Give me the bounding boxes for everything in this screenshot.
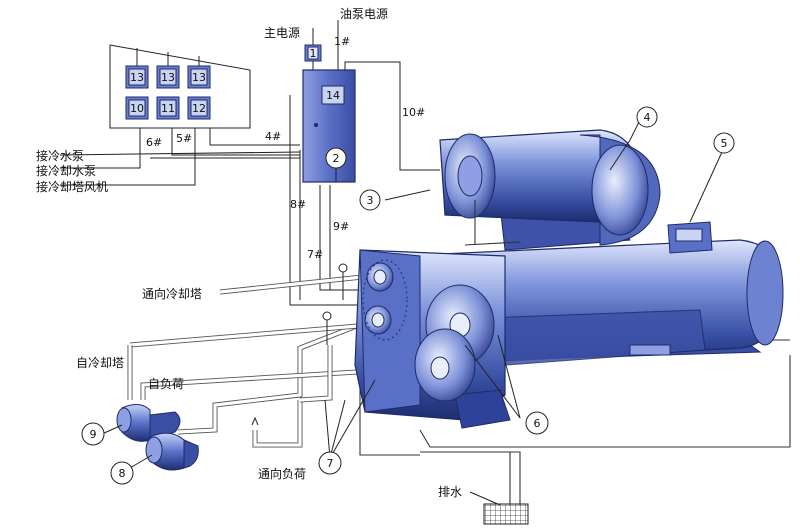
nozzle-flanges [362,259,495,402]
wire-8-label: 8# [290,198,306,211]
callout-8: 8 [110,461,134,485]
starter-bottom-11: 11 [156,96,180,120]
pump-9 [116,404,181,442]
callout-3-label: 3 [367,194,374,207]
starter-top-1-label: 13 [130,71,144,84]
panel-box-14-label: 14 [326,89,340,102]
from-load-label: 自负荷 [148,377,184,391]
callout-6-label: 6 [534,417,541,430]
wire-9-label: 9# [333,220,349,233]
control-wiring [59,20,440,306]
starter-bottom-10: 10 [125,96,149,120]
drain-label: 排水 [438,485,462,499]
main-power-label: 主电源 [264,26,300,40]
starter-bottom-12-label: 12 [192,102,206,115]
callout-4-label: 4 [644,111,651,124]
wire-5-label: 5# [176,132,192,145]
starter-top-2-label: 13 [161,71,175,84]
control-panel: 14 2 [302,69,356,183]
callout-7: 7 [318,451,342,475]
drain-grate [483,503,529,525]
starter-bottom-12: 12 [187,96,211,120]
wire-1-label: 1# [334,35,350,48]
callout-9: 9 [81,422,105,446]
callout-3: 3 [359,189,381,211]
main-power-box: 1 [304,44,322,62]
cooling-water-pump-label: 接冷却水泵 [36,163,96,178]
starter-bottom-11-label: 11 [161,102,175,115]
chiller-unit [354,129,784,429]
wire-7-label: 7# [307,248,323,261]
callout-5: 5 [713,132,735,154]
cooling-tower-fan-label: 接冷却塔风机 [36,179,108,194]
to-load-label: 通向负荷 [258,466,306,481]
callout-4: 4 [636,106,658,128]
starter-top-3-label: 13 [192,71,206,84]
callout-leaders [101,119,723,506]
wire-4-label: 4# [265,130,281,143]
chilled-water-pump-label: 接冷水泵 [36,148,84,163]
wire-6-label: 6# [146,136,162,149]
callout-6: 6 [525,411,549,435]
starter-top-2: 13 [156,52,180,89]
starter-panel: 13 13 13 10 11 12 [125,48,211,120]
starter-top-1: 13 [125,48,149,89]
starter-top-3: 13 [187,56,211,89]
oil-pump-power-label: 油泵电源 [340,7,388,21]
callout-9-label: 9 [90,428,97,441]
main-power-box-label: 1 [310,47,317,60]
to-cooling-tower-label: 通向冷却塔 [142,286,202,301]
callout-8-label: 8 [119,467,126,480]
water-pipes [127,263,391,448]
callout-7-label: 7 [327,457,334,470]
from-cooling-tower-label: 自冷却塔 [76,356,124,370]
pump-8 [145,432,199,471]
callout-2-label: 2 [333,152,340,165]
starter-bottom-10-label: 10 [130,102,144,115]
callout-5-label: 5 [721,137,728,150]
wire-10-label: 10# [402,106,425,119]
